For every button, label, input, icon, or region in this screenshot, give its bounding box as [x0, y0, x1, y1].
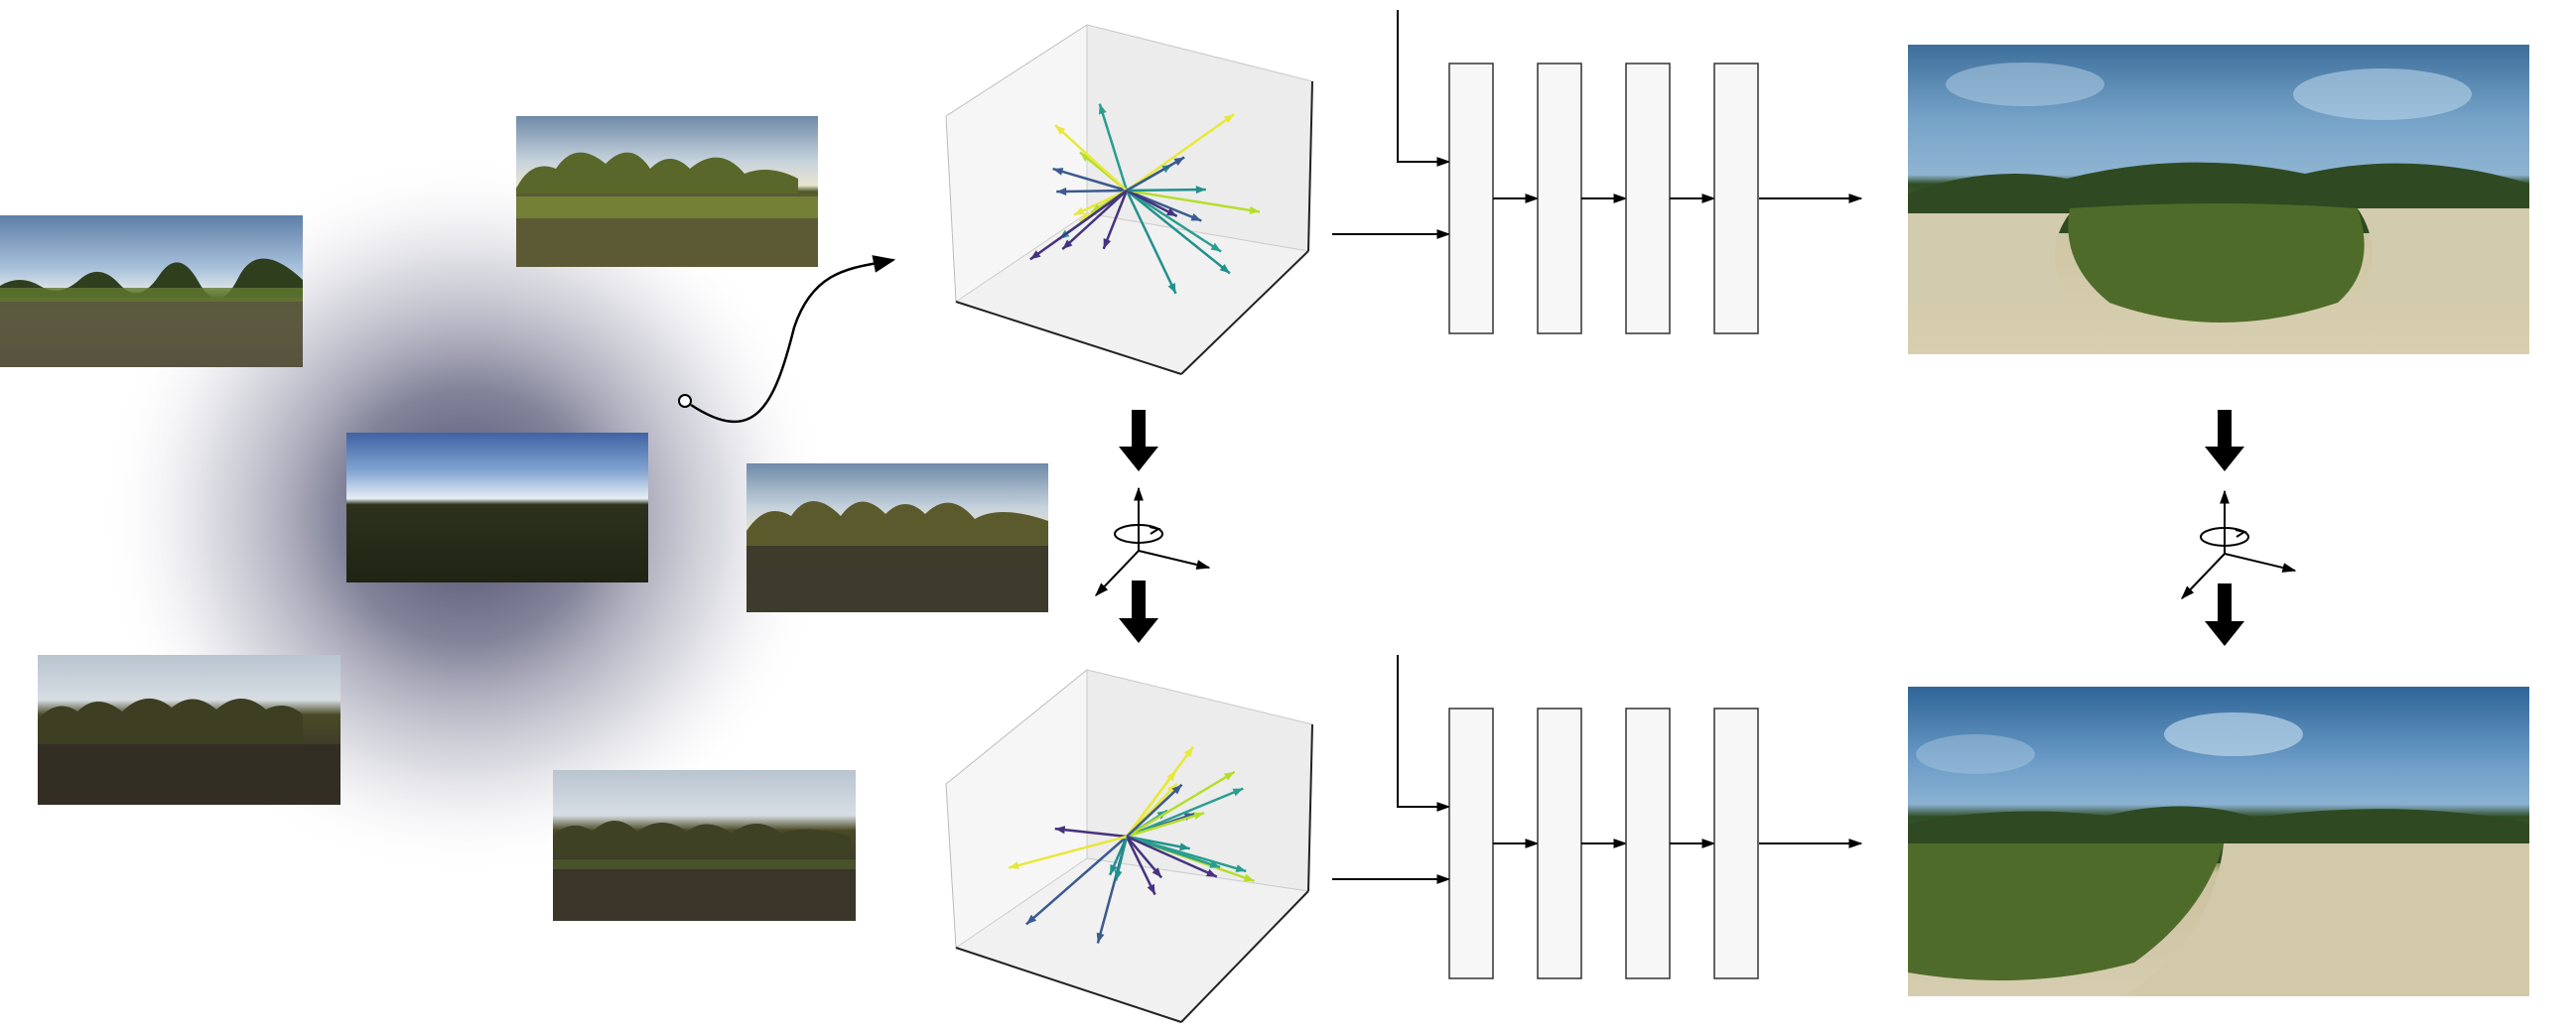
latent-vector-arrowhead — [1235, 864, 1247, 872]
latent-vector-arrow — [1126, 835, 1221, 869]
latent-vector-arrow — [1025, 836, 1128, 926]
latent-vector-arrowhead — [1073, 206, 1085, 215]
latent-vector-arrowhead — [1173, 157, 1185, 166]
decoder-top — [1332, 10, 1863, 334]
latent-vector-arrowhead — [1223, 114, 1235, 123]
condition-input-top — [1397, 10, 1451, 167]
latent-vector-arrow — [1098, 103, 1129, 192]
decoder-layer — [1625, 63, 1671, 334]
latent-vector-arrowhead — [1167, 283, 1176, 294]
latent-vector-arrow — [1126, 188, 1206, 193]
latent-vector-arrowhead — [1179, 842, 1190, 851]
latent-vector-arrowhead — [1183, 746, 1193, 758]
sample-panorama-4 — [38, 655, 340, 805]
decoder-layer — [1625, 708, 1671, 979]
rotation-operator-output — [2181, 410, 2297, 646]
latent-vector-arrowhead — [1210, 242, 1222, 252]
latent-vector-arrow — [1052, 167, 1128, 193]
latent-vector-arrowhead — [1103, 238, 1112, 249]
latent-vector-arrow — [1126, 189, 1222, 253]
latent-vector-arrowhead — [1110, 864, 1118, 875]
decoder-layers-top — [1448, 63, 1759, 334]
latent-vector-arrowhead — [1219, 264, 1230, 274]
latent-vector-arrow — [1126, 156, 1185, 193]
center-latent-panorama — [346, 433, 648, 582]
sample-point — [678, 394, 692, 408]
condition-input-bottom — [1397, 655, 1451, 812]
latent-vector-arrowhead — [1052, 168, 1064, 176]
latent-vector-arrowhead — [1171, 784, 1182, 795]
latent-vector-arrowhead — [1209, 860, 1221, 868]
latent-vector-arrow — [1125, 836, 1156, 896]
latent-vector-arrowhead — [1099, 103, 1107, 115]
latent-vector-arrow — [1126, 190, 1231, 275]
latent-vector-arrowhead — [1195, 186, 1206, 194]
latent-vector-arrow — [1126, 783, 1183, 838]
latent-vector-arrow — [1126, 835, 1218, 878]
latent-vector-arrowhead — [1025, 914, 1037, 925]
decoder-layer — [1713, 63, 1759, 334]
decoder-layer — [1448, 708, 1494, 979]
latent-vector-arrowhead — [1096, 932, 1105, 944]
latent-vector-arrow — [1008, 835, 1128, 869]
vector-arrows-bottom — [1008, 746, 1255, 944]
latent-vector-arrowhead — [1056, 188, 1067, 195]
latent-vector-arrowhead — [1249, 205, 1260, 214]
latent-vector-arrowhead — [1054, 826, 1066, 835]
latent-vector-arrowhead — [1079, 152, 1091, 162]
latent-vector-arrowhead — [1190, 213, 1202, 221]
latent-vector-arrowhead — [1147, 883, 1155, 895]
output-panorama-top — [1908, 45, 2529, 354]
rotation-axes-icon-output — [2181, 489, 2297, 600]
latent-vectors-top — [945, 24, 1313, 375]
decoder-layer — [1537, 708, 1582, 979]
latent-vector-arrow — [1056, 189, 1128, 194]
latent-vector-arrow — [1102, 190, 1129, 250]
latent-vector-arrowhead — [1009, 861, 1019, 869]
sample-panorama-3 — [746, 463, 1048, 612]
latent-vector-arrowhead — [1232, 788, 1244, 797]
decoder-layer — [1537, 63, 1582, 334]
latent-vector-arrowhead — [1062, 239, 1073, 250]
latent-vector-arrowhead — [1152, 867, 1162, 878]
latent-vector-arrow — [1054, 124, 1128, 192]
latent-vector-arrowhead — [1166, 207, 1177, 216]
rotation-axes-icon — [1095, 486, 1211, 597]
rotation-operator-latent — [1095, 410, 1211, 643]
latent-vector-arrowhead — [1055, 125, 1066, 135]
latent-vector-arrowhead — [1029, 250, 1041, 260]
latent-vector-arrowhead — [1243, 873, 1255, 882]
decoder-bottom — [1332, 655, 1863, 979]
axes-box-bottom — [945, 669, 1313, 1023]
sampling-arrow — [678, 255, 896, 424]
output-panorama-bottom — [1908, 687, 2529, 996]
decoder-layers-bottom — [1448, 708, 1759, 979]
latent-vector-arrow — [1054, 827, 1128, 839]
axes-box-top — [945, 24, 1313, 375]
latent-vector-arrowhead — [1206, 868, 1217, 877]
latent-vector-arrow — [1061, 190, 1128, 251]
latent-vector-arrow — [1126, 770, 1236, 839]
latent-vector-arrowhead — [1166, 770, 1176, 782]
latent-vector-arrow — [1029, 189, 1128, 261]
sample-panorama-1 — [0, 215, 303, 367]
decoder-layer — [1448, 63, 1494, 334]
latent-vectors-bottom — [945, 669, 1313, 1023]
latent-vector-arrow — [1126, 189, 1261, 213]
vector-arrows-top — [1029, 103, 1261, 295]
latent-vector-arrow — [1126, 112, 1236, 193]
decoder-layer — [1713, 708, 1759, 979]
latent-vector-arrowhead — [1114, 869, 1123, 881]
sample-panorama-2 — [516, 116, 818, 267]
latent-vector-arrowhead — [1223, 771, 1235, 781]
latent-vector-arrow — [1125, 190, 1177, 295]
latent-vector-arrow — [1126, 812, 1205, 839]
sample-panorama-5 — [553, 770, 856, 921]
latent-vector-arrowhead — [1166, 783, 1177, 794]
latent-vector-arrow — [1126, 787, 1244, 839]
latent-vector-arrowhead — [1193, 812, 1204, 820]
latent-vector-arrow — [1125, 770, 1177, 838]
